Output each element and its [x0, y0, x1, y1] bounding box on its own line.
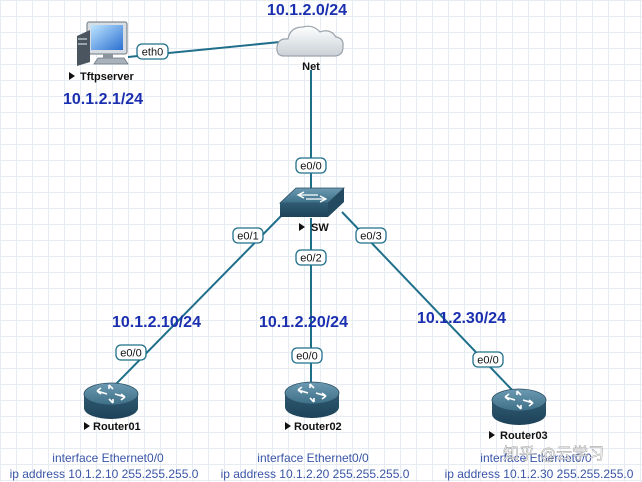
switch-icon	[278, 187, 346, 217]
play-triangle-icon	[69, 72, 75, 80]
svg-text:e0/0: e0/0	[300, 161, 321, 173]
svg-text:e0/1: e0/1	[237, 231, 258, 243]
router02-interface-tag: e0/0	[291, 347, 323, 364]
tftp-server-node[interactable]: Tftpserver	[69, 21, 135, 83]
sw-port-e00-tag: e0/0	[295, 157, 327, 174]
router03-interface-tag: e0/0	[472, 351, 504, 368]
router03-ip-label: 10.1.2.30/24	[417, 310, 506, 327]
switch-node[interactable]: SW	[278, 187, 346, 234]
sw-port-e03-tag: e0/3	[355, 227, 387, 244]
router02-label: Router02	[294, 421, 342, 433]
sw-port-e02-tag: e0/2	[295, 249, 327, 266]
router02-node[interactable]: Router02	[284, 381, 342, 433]
svg-text:interface Ethernet0/0: interface Ethernet0/0	[52, 451, 164, 465]
svg-text:ip address 10.1.2.10 255.255.2: ip address 10.1.2.10 255.255.255.0	[10, 467, 199, 481]
router-icon	[491, 388, 547, 425]
svg-text:e0/2: e0/2	[300, 253, 321, 265]
svg-text:e0/0: e0/0	[477, 355, 498, 367]
svg-text:e0/3: e0/3	[360, 231, 381, 243]
svg-text:eth0: eth0	[142, 47, 163, 59]
net-label: Net	[302, 61, 320, 73]
tftp-ip-label: 10.1.2.1/24	[63, 91, 143, 108]
router03-label: Router03	[500, 430, 548, 442]
watermark: 知乎 @云学习	[503, 444, 604, 463]
router02-config-note: interface Ethernet0/0 ip address 10.1.2.…	[221, 451, 410, 481]
net-cloud-node[interactable]: Net	[276, 25, 344, 73]
play-triangle-icon	[84, 422, 90, 430]
router03-node[interactable]: Router03	[489, 388, 548, 442]
router01-node[interactable]: Router01	[83, 382, 141, 433]
switch-label: SW	[311, 222, 329, 234]
router-icon	[83, 382, 139, 419]
svg-text:interface Ethernet0/0: interface Ethernet0/0	[480, 451, 592, 465]
net-subnet-label: 10.1.2.0/24	[267, 2, 347, 19]
computer-icon	[77, 21, 129, 66]
svg-text:interface Ethernet0/0: interface Ethernet0/0	[257, 451, 369, 465]
svg-text:e0/0: e0/0	[120, 348, 141, 360]
play-triangle-icon	[285, 422, 291, 430]
router-icon	[284, 381, 340, 418]
svg-text:e0/0: e0/0	[296, 351, 317, 363]
sw-port-e01-tag: e0/1	[232, 227, 264, 244]
router02-ip-label: 10.1.2.20/24	[259, 314, 348, 331]
tftp-interface-tag: eth0	[136, 43, 169, 60]
tftp-label: Tftpserver	[80, 71, 135, 83]
play-triangle-icon	[489, 431, 495, 439]
svg-text:ip address 10.1.2.30 255.255.2: ip address 10.1.2.30 255.255.255.0	[445, 467, 634, 481]
router01-interface-tag: e0/0	[115, 344, 147, 361]
play-triangle-icon	[299, 223, 305, 231]
router01-label: Router01	[93, 421, 141, 433]
svg-text:ip address 10.1.2.20 255.255.2: ip address 10.1.2.20 255.255.255.0	[221, 467, 410, 481]
router01-ip-label: 10.1.2.10/24	[112, 314, 201, 331]
cloud-icon	[276, 25, 344, 57]
router01-config-note: interface Ethernet0/0 ip address 10.1.2.…	[10, 451, 199, 481]
router03-config-note: interface Ethernet0/0 ip address 10.1.2.…	[445, 451, 634, 481]
